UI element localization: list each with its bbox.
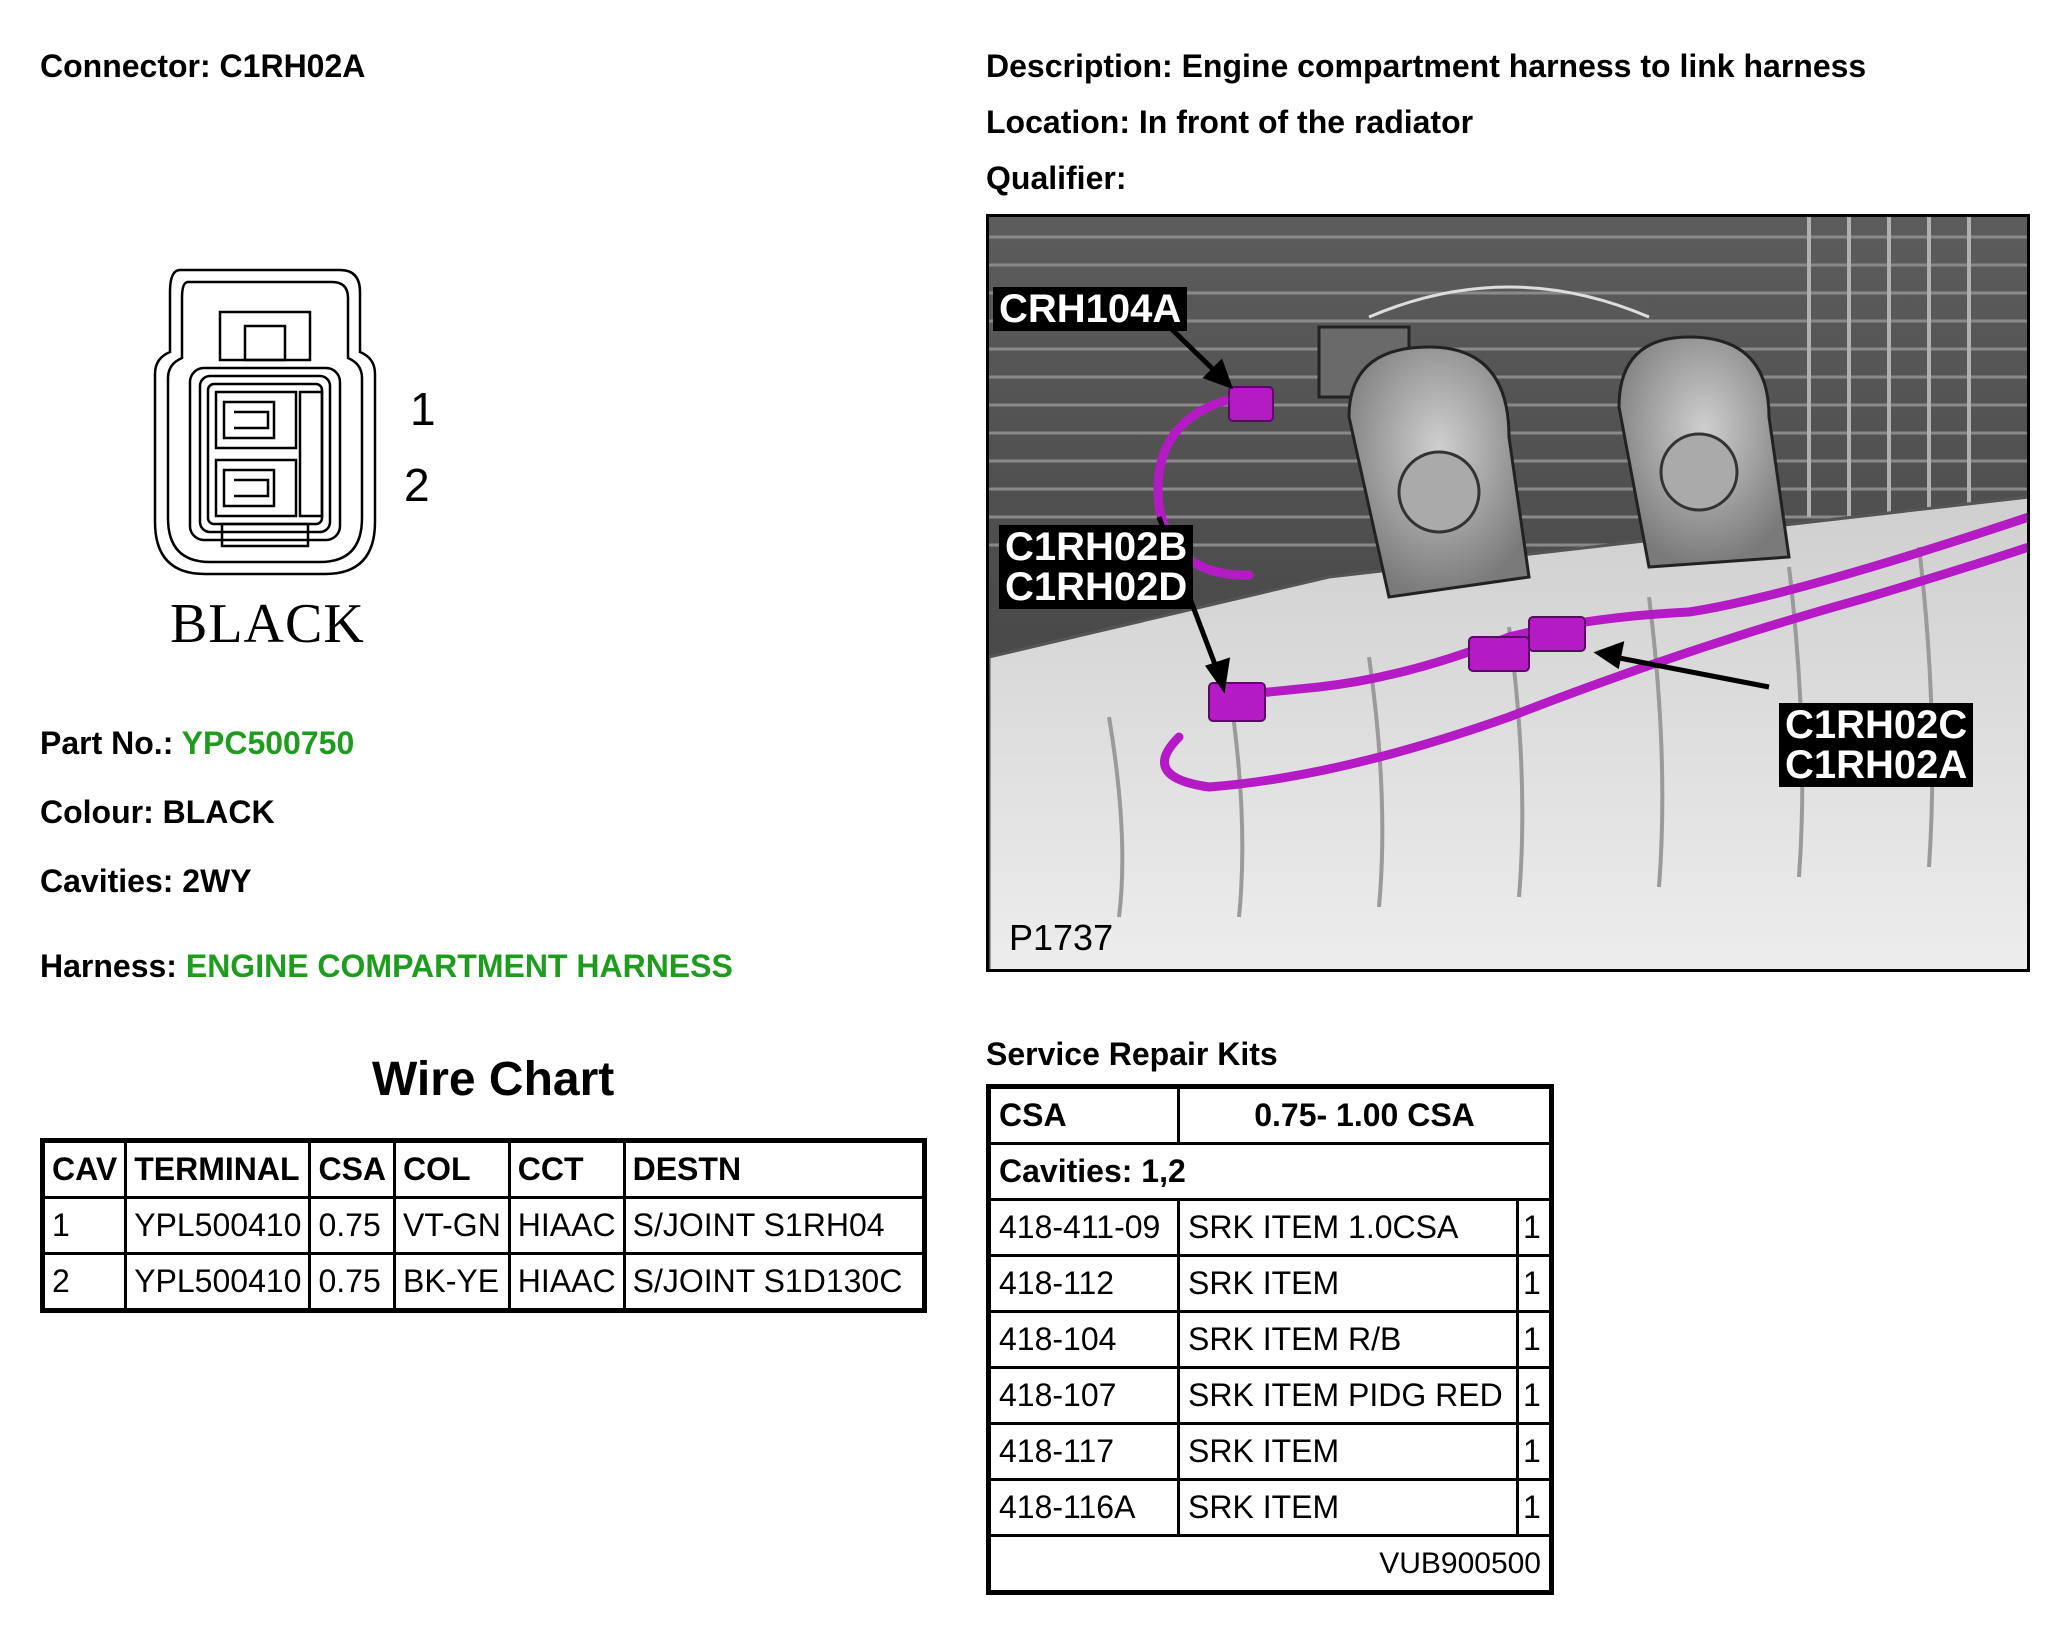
srk-part: 418-112	[987, 1254, 1180, 1313]
wire-chart-header-row: CAV TERMINAL CSA COL CCT DESTN	[40, 1139, 926, 1199]
cell-cct: HIAAC	[507, 1196, 626, 1255]
cell-cav: 2	[40, 1252, 128, 1312]
description-line: Description: Engine compartment harness …	[986, 48, 1866, 85]
header-cct: CCT	[507, 1139, 626, 1199]
part-label: Part No.:	[40, 725, 174, 761]
harness-line: Harness: ENGINE COMPARTMENT HARNESS	[40, 948, 733, 985]
cell-cav: 1	[40, 1196, 128, 1255]
location-photo: CRH104A C1RH02B C1RH02D C1RH02C C1RH02A …	[986, 214, 2030, 972]
connector-face-diagram	[153, 268, 377, 576]
srk-desc: SRK ITEM R/B	[1177, 1310, 1519, 1369]
cavities-label: Cavities:	[40, 863, 174, 899]
colour-line: Colour: BLACK	[40, 794, 275, 831]
photo-code: P1737	[1009, 917, 1114, 958]
colour-value: BLACK	[162, 794, 275, 830]
table-row: 418-117 SRK ITEM 1	[987, 1422, 1553, 1481]
srk-part: 418-107	[987, 1366, 1180, 1425]
location-label: Location:	[986, 104, 1130, 140]
connector-line: Connector: C1RH02A	[40, 48, 365, 85]
location-photo-drawing	[989, 217, 2027, 969]
cell-csa: 0.75	[308, 1252, 397, 1312]
colour-label: Colour:	[40, 794, 154, 830]
harness-label: Harness:	[40, 948, 177, 984]
srk-title: Service Repair Kits	[986, 1036, 1278, 1072]
cell-col: BK-YE	[393, 1252, 511, 1312]
srk-csa-value: 0.75- 1.00 CSA	[1177, 1085, 1553, 1145]
srk-part: 418-104	[987, 1310, 1180, 1369]
description-value: Engine compartment harness to link harne…	[1181, 48, 1867, 84]
srk-part: 418-411-09	[987, 1198, 1180, 1257]
part-number-link[interactable]: YPC500750	[181, 725, 355, 761]
callout-crh104a: CRH104A	[993, 287, 1188, 331]
callout-c1rh02b-d: C1RH02B C1RH02D	[999, 525, 1194, 609]
part-number-line: Part No.: YPC500750	[40, 725, 354, 762]
cell-col: VT-GN	[393, 1196, 511, 1255]
srk-footer-row: VUB900500	[987, 1534, 1553, 1594]
description-label: Description:	[986, 48, 1173, 84]
table-row: 418-107 SRK ITEM PIDG RED 1	[987, 1366, 1553, 1425]
header-terminal: TERMINAL	[124, 1139, 312, 1199]
location-value: In front of the radiator	[1138, 104, 1474, 140]
table-row: 418-104 SRK ITEM R/B 1	[987, 1310, 1553, 1369]
qualifier-label: Qualifier:	[986, 160, 1127, 196]
cavities-line: Cavities: 2WY	[40, 863, 252, 900]
cavities-value: 2WY	[182, 863, 252, 899]
pin-label-1: 1	[410, 383, 436, 435]
cell-terminal: YPL500410	[124, 1252, 312, 1312]
srk-desc: SRK ITEM	[1177, 1254, 1519, 1313]
cell-destn: S/JOINT S1D130C	[622, 1252, 926, 1312]
srk-qty: 1	[1516, 1310, 1553, 1369]
srk-qty: 1	[1516, 1478, 1553, 1537]
srk-desc: SRK ITEM	[1177, 1478, 1519, 1537]
srk-qty: 1	[1516, 1198, 1553, 1257]
header-col: COL	[393, 1139, 511, 1199]
cell-csa: 0.75	[308, 1196, 397, 1255]
connector-label: Connector:	[40, 48, 211, 84]
cell-terminal: YPL500410	[124, 1196, 312, 1255]
wire-chart-table: CAV TERMINAL CSA COL CCT DESTN 1 YPL5004…	[40, 1138, 927, 1313]
srk-qty: 1	[1516, 1422, 1553, 1481]
pin-label-2: 2	[404, 459, 430, 511]
srk-desc: SRK ITEM PIDG RED	[1177, 1366, 1519, 1425]
table-row: 1 YPL500410 0.75 VT-GN HIAAC S/JOINT S1R…	[40, 1196, 926, 1255]
qualifier-line: Qualifier:	[986, 160, 1126, 197]
table-row: 418-116A SRK ITEM 1	[987, 1478, 1553, 1537]
srk-desc: SRK ITEM 1.0CSA	[1177, 1198, 1519, 1257]
cell-destn: S/JOINT S1RH04	[622, 1196, 926, 1255]
srk-part: 418-116A	[987, 1478, 1180, 1537]
connector-value: C1RH02A	[219, 48, 366, 84]
connector-colour-text: BLACK	[170, 593, 365, 655]
srk-cavities: Cavities: 1,2	[987, 1142, 1553, 1201]
srk-csa-row: CSA 0.75- 1.00 CSA	[987, 1085, 1553, 1145]
srk-qty: 1	[1516, 1366, 1553, 1425]
srk-cavities-row: Cavities: 1,2	[987, 1142, 1553, 1201]
srk-footer-code: VUB900500	[987, 1534, 1553, 1594]
wire-chart-title: Wire Chart	[372, 1053, 615, 1106]
harness-link[interactable]: ENGINE COMPARTMENT HARNESS	[185, 948, 733, 984]
table-row: 418-411-09 SRK ITEM 1.0CSA 1	[987, 1198, 1553, 1257]
srk-csa-label: CSA	[987, 1085, 1180, 1145]
srk-table: CSA 0.75- 1.00 CSA Cavities: 1,2 418-411…	[986, 1084, 1554, 1595]
header-csa: CSA	[308, 1139, 397, 1199]
header-destn: DESTN	[622, 1139, 926, 1199]
table-row: 2 YPL500410 0.75 BK-YE HIAAC S/JOINT S1D…	[40, 1252, 926, 1312]
location-line: Location: In front of the radiator	[986, 104, 1473, 141]
header-cav: CAV	[40, 1139, 128, 1199]
srk-desc: SRK ITEM	[1177, 1422, 1519, 1481]
srk-qty: 1	[1516, 1254, 1553, 1313]
table-row: 418-112 SRK ITEM 1	[987, 1254, 1553, 1313]
callout-c1rh02c-a: C1RH02C C1RH02A	[1779, 703, 1974, 787]
srk-part: 418-117	[987, 1422, 1180, 1481]
cell-cct: HIAAC	[507, 1252, 626, 1312]
